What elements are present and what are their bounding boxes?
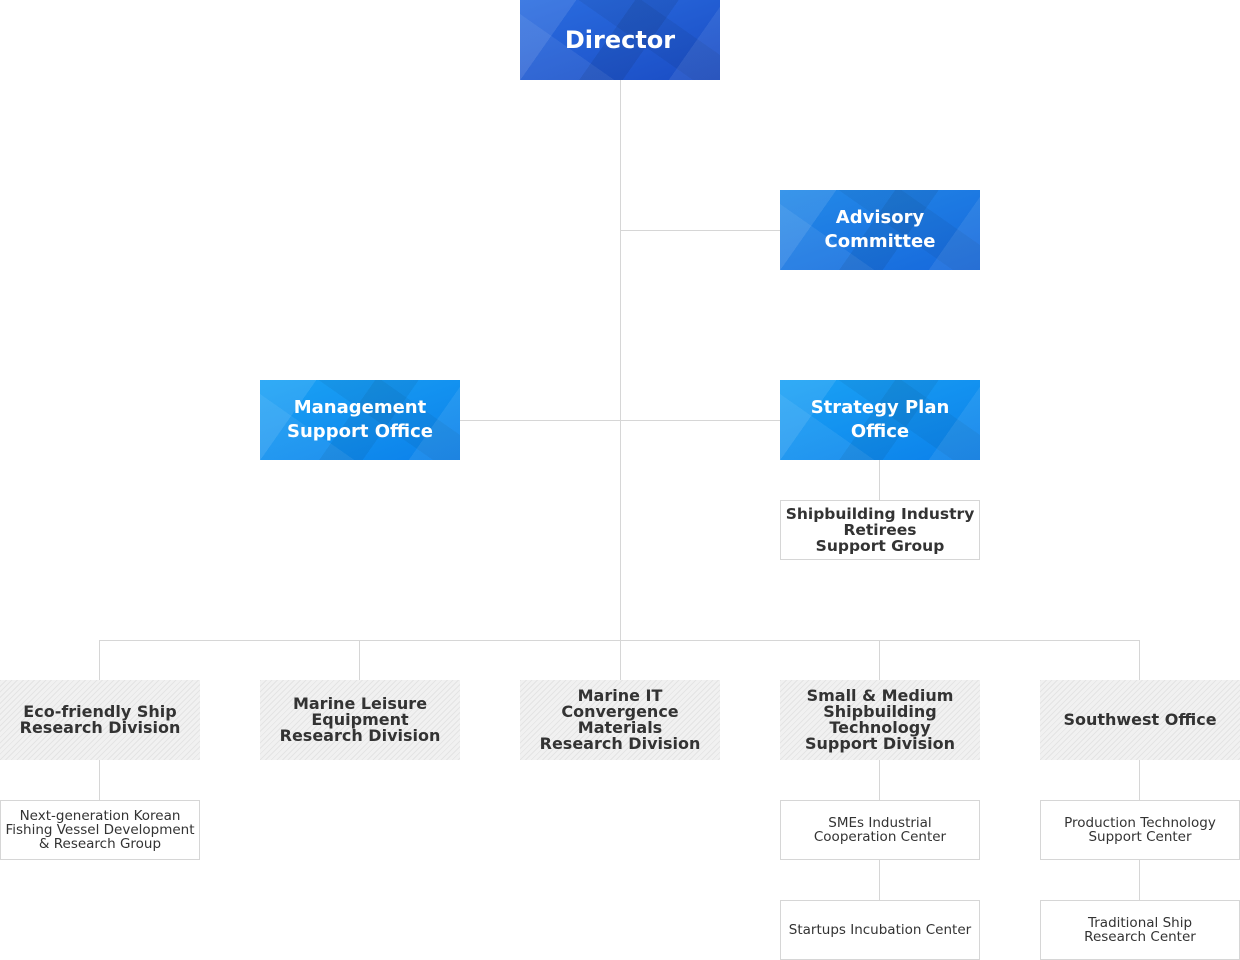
director-box: Director [520,0,720,80]
division-drop-4 [879,640,880,680]
sme-center-to-startups-connector [879,860,880,900]
marine-leisure-division-box: Marine Leisure Equipment Research Divisi… [260,680,460,760]
marine-it-division-box: Marine IT Convergence Materials Research… [520,680,720,760]
production-to-traditional-connector [1139,860,1140,900]
southwest-office-box: Southwest Office [1040,680,1240,760]
divisions-bus-line [99,640,1140,641]
trunk-line [620,80,621,680]
advisory-connector [620,230,780,231]
offices-connector [460,420,780,421]
fishing-vessel-group-box: Next-generation Korean Fishing Vessel De… [0,800,200,860]
eco-to-fishing-connector [99,760,100,800]
division-drop-2 [359,640,360,680]
division-drop-1 [99,640,100,680]
smes-center-box: SMEs Industrial Cooperation Center [780,800,980,860]
southwest-to-production-connector [1139,760,1140,800]
division-drop-5 [1139,640,1140,680]
management-support-office-box: Management Support Office [260,380,460,460]
production-center-box: Production Technology Support Center [1040,800,1240,860]
strategy-plan-office-box: Strategy Plan Office [780,380,980,460]
strategy-to-retirees-connector [879,460,880,500]
advisory-committee-box: Advisory Committee [780,190,980,270]
sme-to-center-connector [879,760,880,800]
startups-center-box: Startups Incubation Center [780,900,980,960]
shipbuilding-retirees-group-box: Shipbuilding Industry Retirees Support G… [780,500,980,560]
sme-shipbuilding-division-box: Small & Medium Shipbuilding Technology S… [780,680,980,760]
traditional-ship-center-box: Traditional Ship Research Center [1040,900,1240,960]
eco-friendly-ship-division-box: Eco-friendly Ship Research Division [0,680,200,760]
